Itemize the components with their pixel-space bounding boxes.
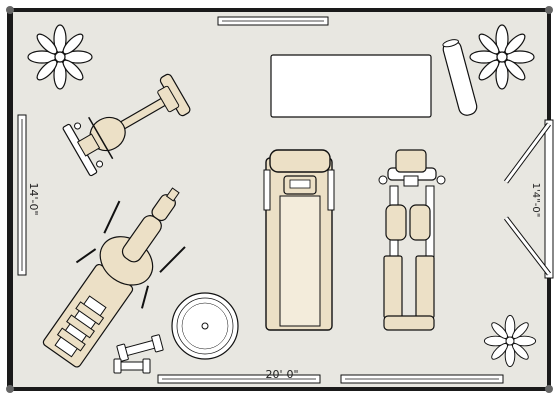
foam-roller — [442, 39, 478, 116]
door-dimension-label: 1'4"-0" — [530, 183, 541, 218]
window-left — [17, 114, 27, 276]
dumbbells — [113, 334, 164, 374]
height-dimension-label: 14'-0" — [27, 182, 40, 215]
rowing-machine — [42, 187, 186, 368]
treadmill — [263, 149, 335, 331]
elliptical — [378, 149, 446, 331]
width-dimension-label: 20'-0" — [265, 368, 298, 381]
stationary-bike — [62, 73, 191, 177]
window-bottom-right — [340, 374, 504, 384]
weight-plate — [171, 292, 239, 360]
window-top — [217, 16, 329, 26]
window-bottom-left — [157, 374, 321, 384]
plant-bottom-right — [483, 314, 537, 368]
walls — [6, 6, 553, 393]
floor-mat — [270, 54, 432, 118]
door — [503, 119, 554, 279]
plant-top-right — [469, 24, 535, 90]
plant-top-left — [27, 24, 93, 90]
